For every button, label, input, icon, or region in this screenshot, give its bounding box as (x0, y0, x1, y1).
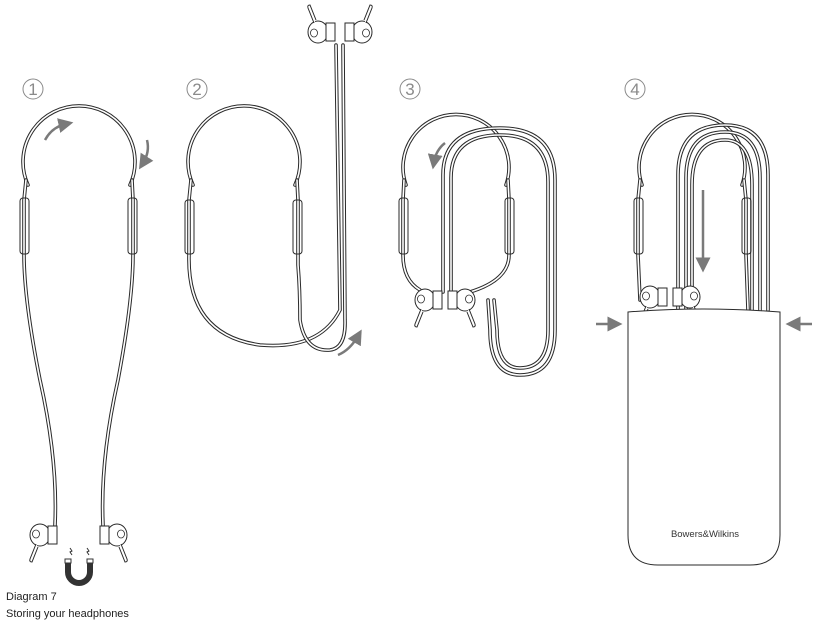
diagram-title: Diagram 7 (6, 591, 57, 603)
carry-pouch (627, 308, 781, 566)
rotate-arrow-icon (138, 139, 154, 170)
left-earbud-icon (29, 523, 58, 563)
rotate-arrow-icon (43, 118, 74, 141)
left-earbud-icon (414, 288, 443, 328)
svg-text:2: 2 (192, 80, 201, 99)
step-1-illustration (19, 104, 154, 586)
svg-text:3: 3 (405, 80, 414, 99)
step-2-label: 2 (186, 78, 208, 100)
magnet-icon (64, 547, 94, 586)
step-4-label: 4 (624, 78, 646, 100)
brand-logo: Bowers&Wilkins (671, 529, 739, 540)
step-4-illustration: Bowers&Wilkins (596, 112, 812, 566)
rotate-arrow-icon (427, 142, 446, 170)
left-earbud-icon (307, 4, 336, 44)
step-3-label: 3 (399, 78, 421, 100)
step-2-illustration (184, 4, 373, 357)
fold-arrow-icon (337, 329, 362, 357)
svg-text:1: 1 (28, 80, 37, 99)
step-1-label: 1 (22, 78, 44, 100)
right-earbud-icon (447, 288, 476, 328)
step-3-illustration (398, 112, 557, 377)
svg-text:4: 4 (630, 80, 639, 99)
right-earbud-icon (344, 4, 373, 44)
diagram-subtitle: Storing your headphones (6, 608, 129, 620)
right-earbud-icon (99, 523, 128, 563)
